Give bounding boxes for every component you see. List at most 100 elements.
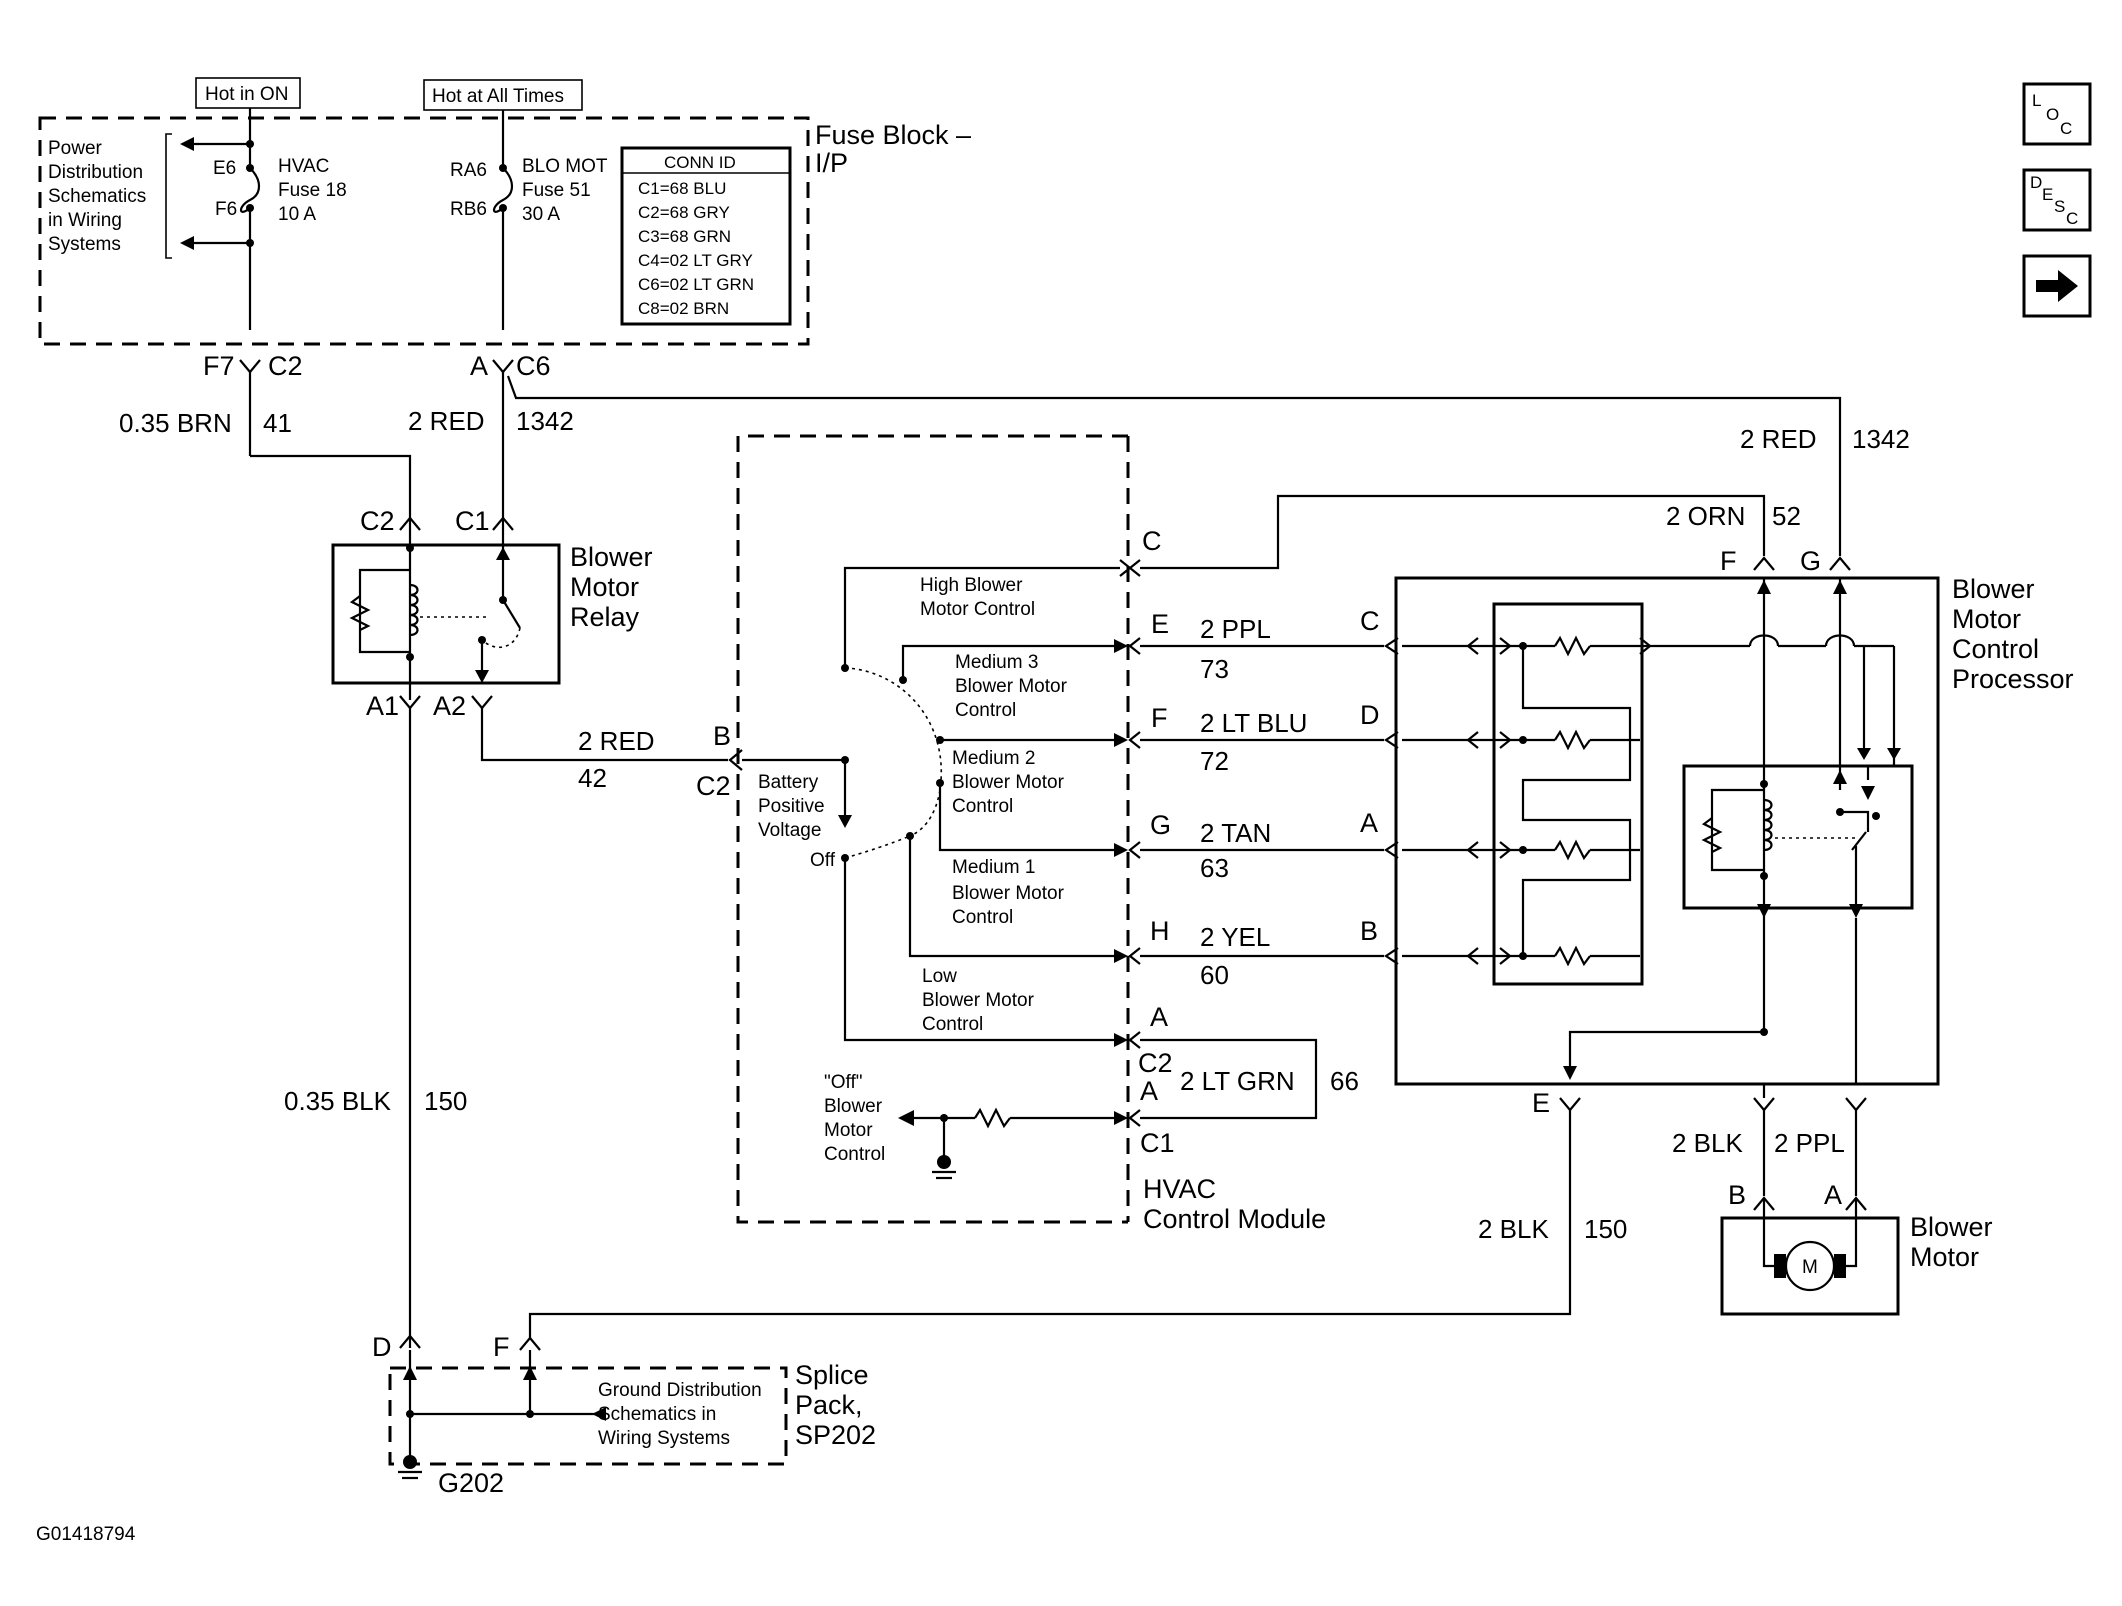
med1-line-1: Medium 1 [952,857,1035,878]
splice-pack-outline [388,1366,788,1466]
splice-name-3: SP202 [795,1420,876,1450]
hvac-pin-c: C [1142,526,1162,556]
hvac-connector-c2-left: C2 [696,771,731,801]
relay-outline [331,543,561,685]
relay-pin-a2: A2 [433,691,466,721]
hvac-pin-a-c1: A [1140,1076,1158,1106]
motor-wire-ppl: 2 PPL [1774,1128,1845,1158]
ground-g202-symbol [403,1455,417,1469]
high-line-1: High Blower [920,575,1023,596]
pin-e6: E6 [213,158,236,179]
blower-motor-control-processor: Blower Motor Control Processor C D A B [1360,574,2074,1086]
med2-line-3: Control [952,796,1013,817]
relay-coil [409,583,419,637]
wire-150-color: 0.35 BLK [284,1086,392,1116]
hvac-module-name-2: Control Module [1143,1204,1326,1234]
motor-name-2: Motor [1910,1242,1979,1272]
wire-72-number: 72 [1200,746,1229,776]
splice-pin-d: D [372,1332,392,1362]
ground-dist-line-1: Ground Distribution [598,1380,762,1401]
svg-text:C: C [2060,119,2072,138]
motor-pin-a: A [1824,1180,1842,1210]
wire-63-number: 63 [1200,853,1229,883]
conn-id-row: C1=68 BLU [638,179,726,198]
fuse-block: Fuse Block – I/P Hot in ON Hot at All Ti… [38,77,971,346]
relay-name-line-3: Relay [570,602,640,632]
conn-id-row: C2=68 GRY [638,203,730,222]
low-line-3: Control [922,1014,983,1035]
motor-name-1: Blower [1910,1212,1993,1242]
wire-41-number: 41 [263,408,292,438]
off-ctrl-ground [937,1155,951,1169]
off-ctrl-line-4: Control [824,1144,885,1165]
processor-pin-g: G [1800,546,1821,576]
hvac-connector-c1: C1 [1140,1128,1175,1158]
processor-pin-e: E [1532,1088,1550,1118]
selector-arc [844,667,943,837]
blo-fuse-line-3: 30 A [522,204,560,225]
desc-button[interactable]: D E S C [2022,168,2092,232]
relay-pin-c1: C1 [455,506,490,536]
hvac-pin-b: B [713,721,731,751]
wire-66-number: 66 [1330,1066,1359,1096]
processor-pin-c: C [1360,606,1380,636]
off-ctrl-resistor [974,1107,1011,1129]
resistor-2 [1554,729,1591,751]
processor-name-4: Processor [1952,664,2074,694]
hvac-module-name-1: HVAC [1143,1174,1216,1204]
motor-symbol [1784,1240,1836,1292]
processor-relay [1682,764,1914,910]
wire-1342-number: 1342 [516,406,574,436]
svg-text:D: D [2030,173,2042,192]
med1-line-3: Control [952,907,1013,928]
wire-150-right-number: 150 [1584,1214,1627,1244]
processor-name-3: Control [1952,634,2039,664]
loc-button[interactable]: L O C [2022,82,2092,146]
motor-pin-b: B [1728,1180,1746,1210]
fuse-block-subtitle: I/P [815,148,848,178]
splice-pin-f: F [493,1332,510,1362]
processor-pin-a: A [1360,808,1378,838]
ground-dist-line-3: Wiring Systems [598,1428,730,1449]
wire-41-color: 0.35 BRN [119,408,232,438]
wire-150-number: 150 [424,1086,467,1116]
wire-1342-right-number: 1342 [1852,424,1910,454]
figure-id: G01418794 [36,1524,136,1545]
blower-motor: B A M Blower Motor [1720,1180,1993,1316]
svg-text:L: L [2032,91,2041,110]
relay-name-line-1: Blower [570,542,653,572]
processor-name-2: Motor [1952,604,2021,634]
med3-line-1: Medium 3 [955,652,1038,673]
pin-f7: F7 [203,351,235,381]
hvac-fuse-line-1: HVAC [278,156,329,177]
power-dist-line-4: in Wiring [48,210,122,231]
resistor-4 [1554,945,1591,967]
wire-60-number: 60 [1200,960,1229,990]
hvac-fuse-symbol [239,167,261,213]
pin-rb6: RB6 [450,199,487,220]
pin-f6: F6 [215,199,237,220]
wire-63-color: 2 TAN [1200,818,1271,848]
hvac-pin-f: F [1151,703,1168,733]
wire-52-number: 52 [1772,501,1801,531]
blower-motor-relay: C2 C1 Blower Motor Relay A1 A2 [331,506,653,721]
hvac-pin-h: H [1150,916,1170,946]
wire-42-number: 42 [578,763,607,793]
off-ctrl-line-2: Blower [824,1096,883,1117]
hvac-control-module: HVAC Control Module Battery Positive Vol… [736,434,1326,1234]
hot-at-all-times-label: Hot at All Times [432,86,564,107]
hvac-module-outline [736,434,1128,1224]
motor-symbol-label: M [1802,1257,1818,1278]
svg-text:E: E [2042,185,2053,204]
med3-line-3: Control [955,700,1016,721]
power-dist-line-2: Distribution [48,162,143,183]
high-line-2: Motor Control [920,599,1035,620]
blo-fuse-line-2: Fuse 51 [522,180,591,201]
conn-id-title: CONN ID [664,153,736,172]
hvac-pin-a: A [1150,1002,1168,1032]
conn-id-row: C3=68 GRN [638,227,731,246]
relay-pin-c2: C2 [360,506,395,536]
next-arrow-button[interactable] [2022,254,2092,318]
hot-in-on-label: Hot in ON [205,84,288,105]
splice-name-2: Pack, [795,1390,863,1420]
